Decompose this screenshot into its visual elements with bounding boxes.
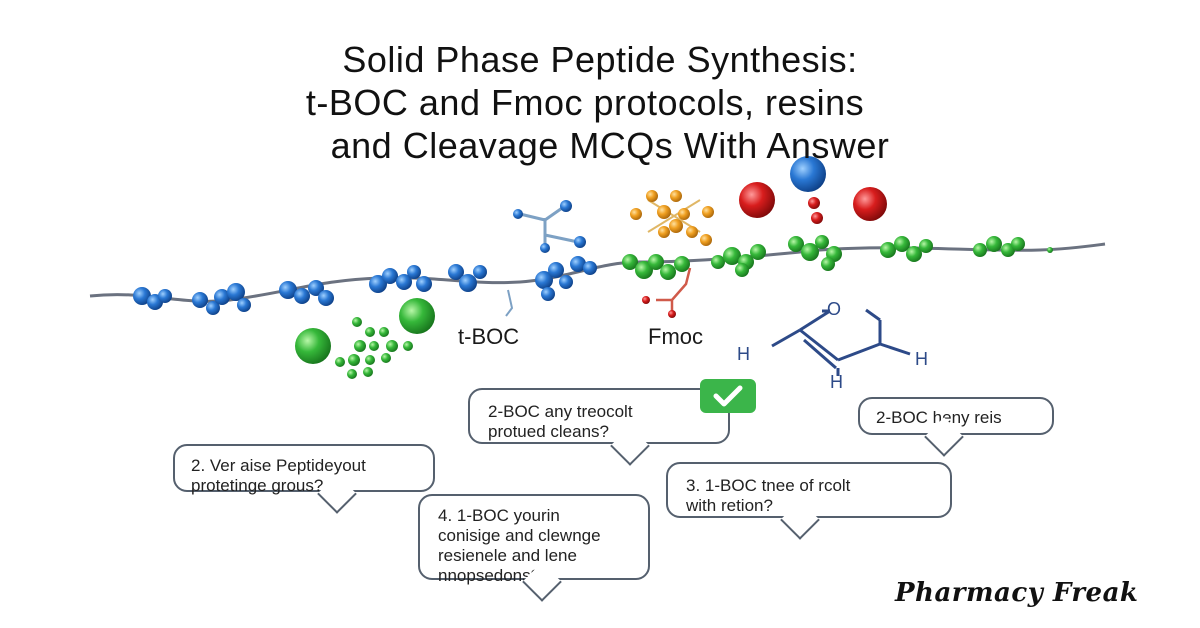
molecule-atom-h-right: H — [915, 349, 928, 369]
molecule-atom-h-bottom: H — [830, 372, 843, 392]
bubble-2-line-2: protued cleans? — [488, 422, 609, 441]
red-blue-spheres — [739, 156, 887, 224]
bubble-5-line-2: with retion? — [686, 496, 773, 515]
brand-logo: Pharmacy Freak — [895, 578, 1139, 608]
bubble-2-line-1: 2-BOC any treocolt — [488, 402, 633, 421]
tboc-linker — [505, 289, 514, 317]
blue-bead-cluster — [133, 256, 597, 315]
orange-bead-cluster — [630, 190, 714, 246]
blue-side-group — [513, 200, 586, 253]
question-bubble-1: 2. Ver aise Peptideyout protetinge grous… — [173, 444, 435, 514]
question-bubble-3: 4. 1-BOC yourin conisige and clewnge res… — [418, 494, 650, 602]
bubble-3-line-4: nnopsedons? — [438, 566, 541, 585]
title-line-2: t-BOC and Fmoc protocols, resins — [305, 82, 865, 123]
bubble-1-line-2: protetinge grous? — [191, 476, 324, 495]
molecule-atom-o: O — [827, 299, 842, 319]
bubble-3-line-3: resienele and lene — [438, 546, 577, 565]
check-icon — [700, 379, 756, 413]
bubble-5-line-1: 3. 1-BOC tnee of rcolt — [686, 476, 851, 495]
tboc-label: t-BOC — [458, 324, 520, 349]
bubble-1-line-1: 2. Ver aise Peptideyout — [191, 456, 366, 475]
fmoc-label: Fmoc — [648, 324, 703, 349]
ring-molecule — [771, 308, 911, 376]
bubble-3-line-1: 4. 1-BOC yourin — [438, 506, 560, 525]
bubble-3-line-2: conisige and clewnge — [438, 526, 601, 545]
title-line-3: and Cleavage MCQs With Answer — [330, 125, 890, 166]
title-line-1: Solid Phase Peptide Synthesis: — [342, 39, 858, 80]
green-bead-cluster — [622, 235, 1053, 280]
bubble-4-line-1: 2-BOC heny reis — [876, 408, 1002, 427]
question-bubble-4: 2-BOC heny reis — [858, 397, 1054, 457]
molecule-atom-h-left: H — [737, 344, 750, 364]
lower-green-beads — [295, 298, 435, 379]
question-bubble-5: 3. 1-BOC tnee of rcolt with retion? — [666, 462, 952, 540]
page-title: Solid Phase Peptide Synthesis: t-BOC and… — [0, 38, 1200, 167]
question-bubble-2: 2-BOC any treocolt protued cleans? — [468, 388, 730, 466]
